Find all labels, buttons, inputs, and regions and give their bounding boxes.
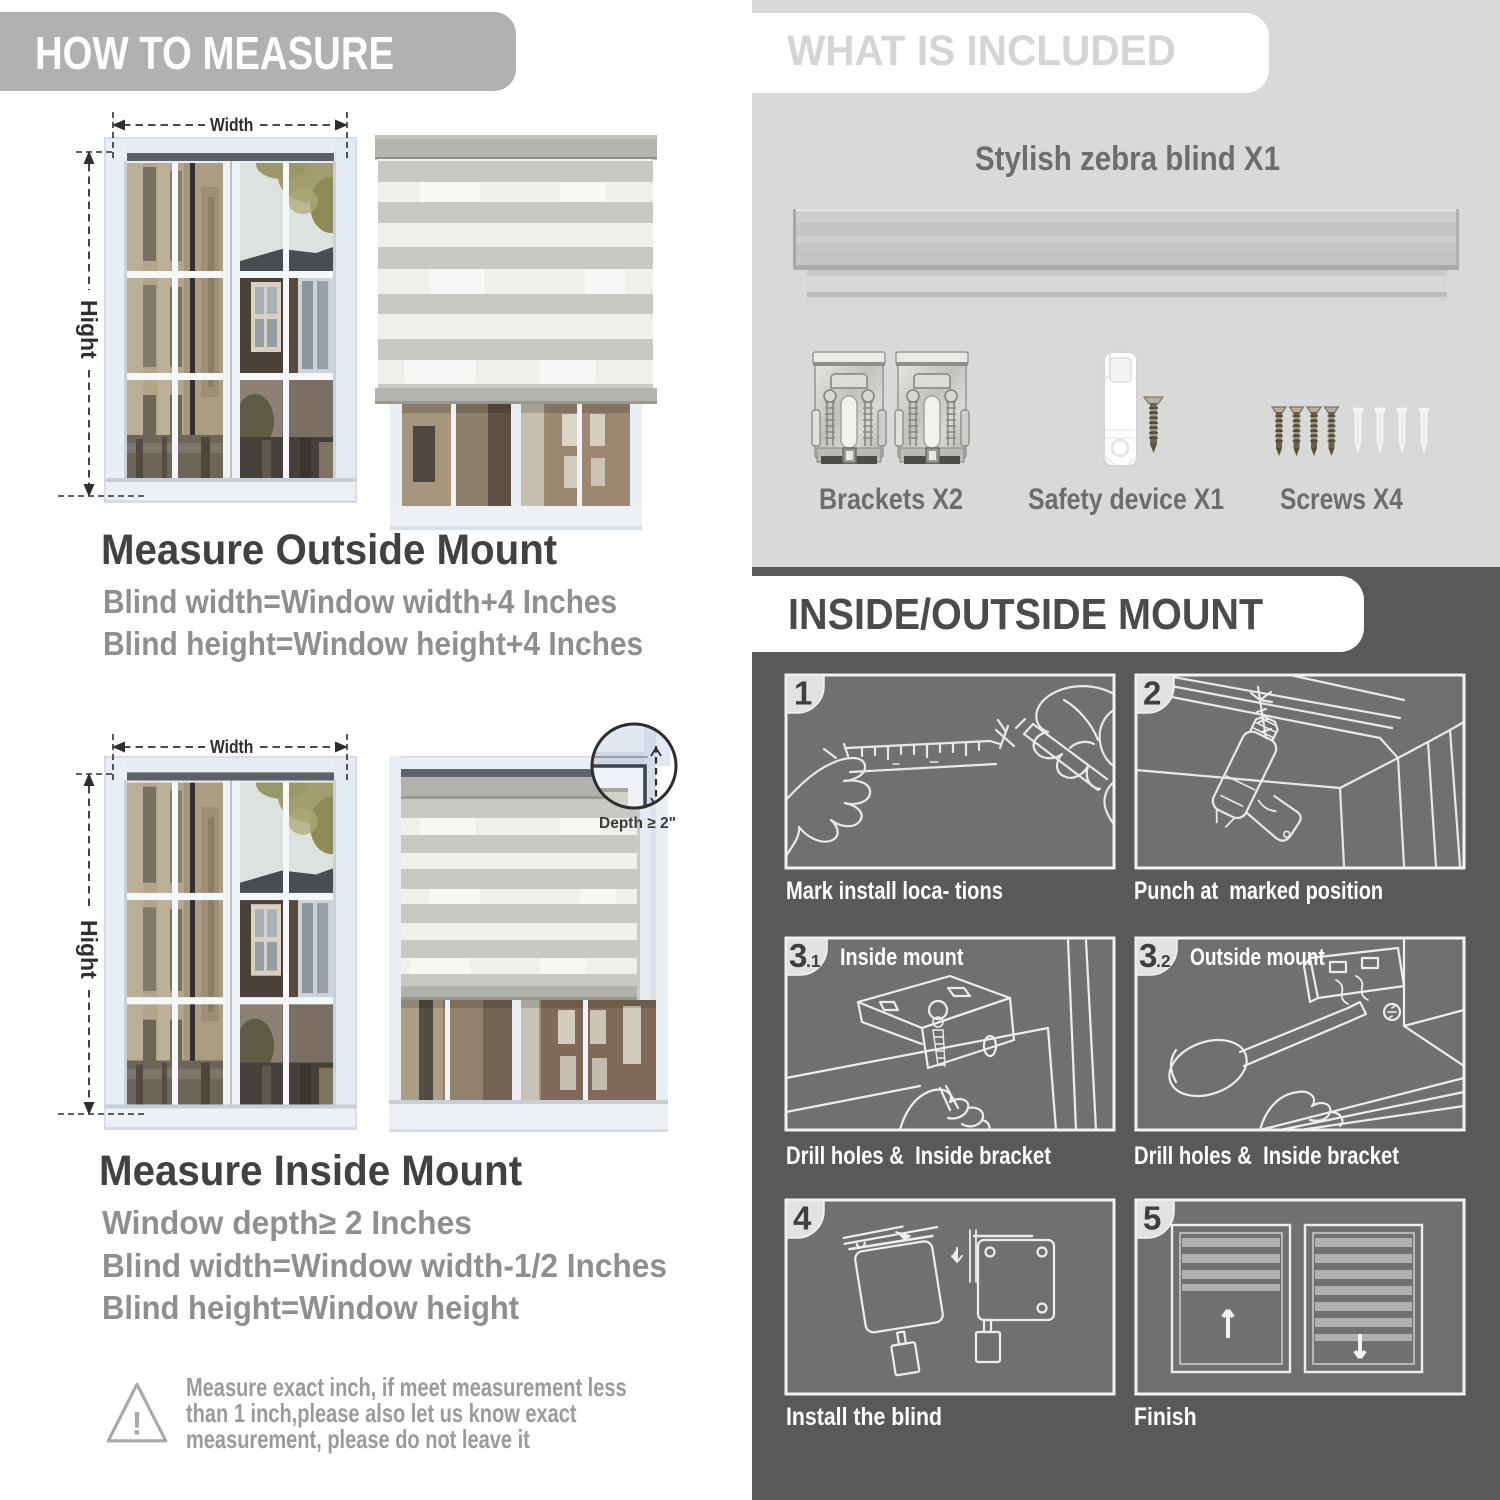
svg-text:3: 3: [789, 937, 807, 974]
svg-text:.2: .2: [1156, 951, 1171, 971]
svg-text:1: 1: [794, 675, 812, 712]
svg-text:3: 3: [1139, 937, 1157, 974]
svg-text:.1: .1: [806, 951, 821, 971]
svg-text:2: 2: [1143, 675, 1161, 712]
svg-text:4: 4: [793, 1200, 812, 1237]
svg-text:5: 5: [1143, 1200, 1161, 1237]
svg-text:!: !: [132, 1406, 143, 1442]
